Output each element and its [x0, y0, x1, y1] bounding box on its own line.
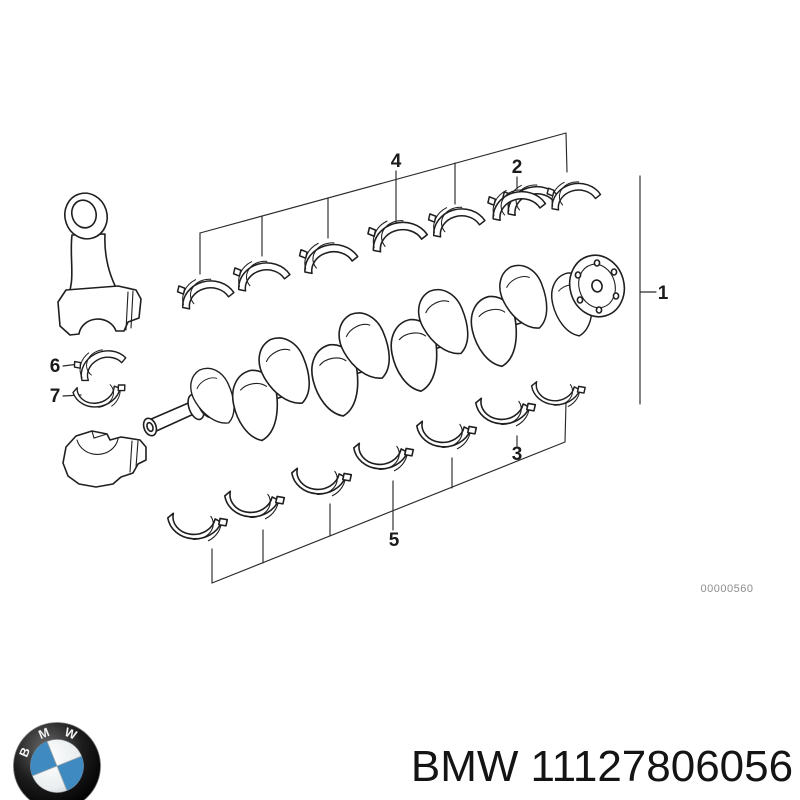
logo-letter-w: W	[63, 725, 80, 743]
bmw-logo-icon: B M W	[13, 722, 101, 800]
bearing-cap	[62, 430, 147, 488]
callout-leader-lines	[62, 132, 657, 584]
callout-7-label: 7	[50, 386, 61, 407]
callout-2-label: 2	[512, 157, 523, 178]
connecting-rod	[57, 192, 142, 336]
logo-letter-m: M	[36, 725, 51, 742]
diagram-watermark-code: 00000560	[701, 583, 754, 595]
callout-6-label: 6	[50, 356, 61, 377]
callout-4-label: 4	[391, 151, 402, 172]
thrust-bearing-upper	[71, 342, 130, 384]
crankshaft	[142, 254, 626, 445]
callout-1-label: 1	[658, 283, 669, 304]
callout-3-label: 3	[512, 444, 523, 465]
callout-5-label: 5	[389, 530, 400, 551]
crankshaft-flange	[568, 254, 626, 318]
brand-text: BMW	[411, 742, 519, 791]
part-number-value: 11127806056	[530, 742, 793, 791]
